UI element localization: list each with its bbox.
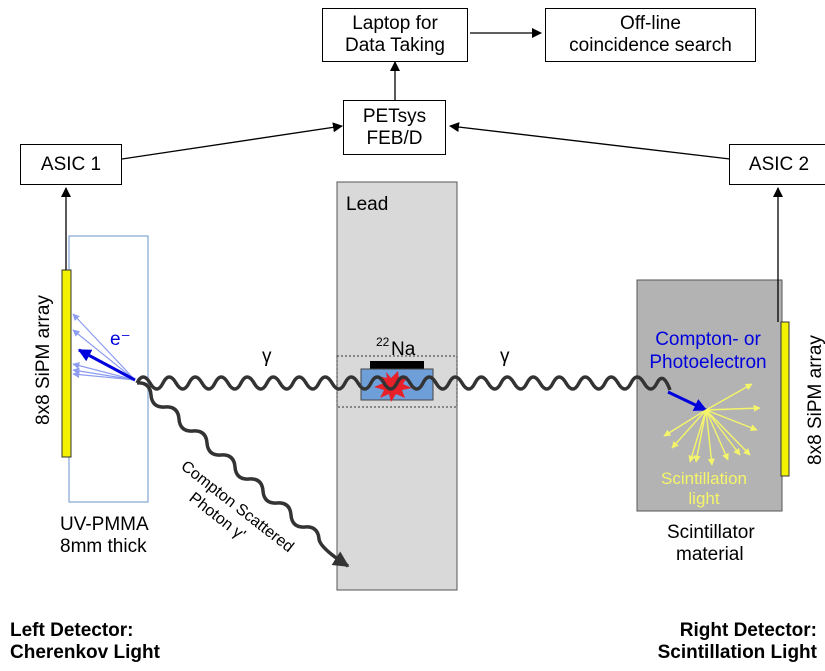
- sipm-left: [61, 269, 72, 458]
- cherenkov-ray-1: [72, 313, 136, 381]
- laptop-label: Laptop for Data Taking: [345, 13, 445, 56]
- offline-label: Off-line coincidence search: [569, 13, 732, 56]
- electron-label: e⁻: [110, 329, 131, 350]
- scintillator-caption-1: Scintillator: [667, 522, 755, 543]
- compton-electron-label-1: Compton- or: [655, 329, 761, 350]
- compton-electron-label-2: Photoelectron: [649, 352, 766, 373]
- lead-label: Lead: [346, 194, 388, 215]
- laptop-box: Laptop for Data Taking: [322, 8, 468, 62]
- sipm-right-label: 8x8 SiPM array: [805, 335, 825, 465]
- asic1-label: ASIC 1: [40, 153, 102, 175]
- asic1-box: ASIC 1: [20, 144, 122, 185]
- offline-box: Off-line coincidence search: [545, 8, 756, 62]
- cherenkov-ray-5: [72, 371, 136, 381]
- left-detector-subtitle: Cherenkov Light: [10, 642, 160, 663]
- left-detector-title: Left Detector:: [10, 620, 134, 641]
- scintillator-caption-2: material: [676, 544, 744, 565]
- asic2-label: ASIC 2: [748, 153, 810, 175]
- cherenkov-ray-3: [72, 362, 136, 381]
- petsys-box: PETsys FEB/D: [343, 100, 446, 155]
- scintillator-block: [636, 279, 783, 512]
- right-detector-subtitle: Scintillation Light: [657, 642, 817, 663]
- right-detector-title: Right Detector:: [679, 620, 817, 641]
- scint-light-label-2: light: [688, 489, 719, 508]
- source-holder: [336, 355, 458, 408]
- asic2-box: ASIC 2: [729, 144, 825, 185]
- petsys-label: PETsys FEB/D: [362, 105, 427, 149]
- compton-photon-label: Compton Scattered Photon γ': [178, 458, 297, 556]
- compton-photon-wave: [136, 381, 350, 568]
- uv-pmma-block: [68, 235, 149, 503]
- arrow-asic1-to-petsys: [121, 122, 343, 160]
- arrow-asic2-to-petsys: [449, 122, 731, 160]
- sipm-left-label: 8x8 SiPM array: [33, 295, 54, 425]
- uv-pmma-caption-1: UV-PMMA: [60, 514, 149, 535]
- gamma-wave-right: [395, 375, 672, 391]
- scintillation-rays: [663, 383, 761, 466]
- cherenkov-ray-2: [72, 329, 136, 381]
- gamma-left-label: γ: [262, 346, 272, 367]
- na22-symbol: Na: [391, 339, 416, 360]
- source-cap: [370, 361, 424, 369]
- uv-pmma-caption-2: 8mm thick: [60, 536, 147, 557]
- cherenkov-ray-4: [72, 367, 136, 381]
- electron-arrow-left: [77, 348, 136, 382]
- na22-mass-number: 22: [376, 335, 390, 349]
- gamma-wave-left: [135, 375, 399, 391]
- sipm-right: [780, 321, 790, 477]
- gamma-right-label: γ: [500, 346, 510, 367]
- electron-arrow-right: [667, 390, 708, 412]
- scint-light-label-1: Scintillation: [661, 469, 747, 488]
